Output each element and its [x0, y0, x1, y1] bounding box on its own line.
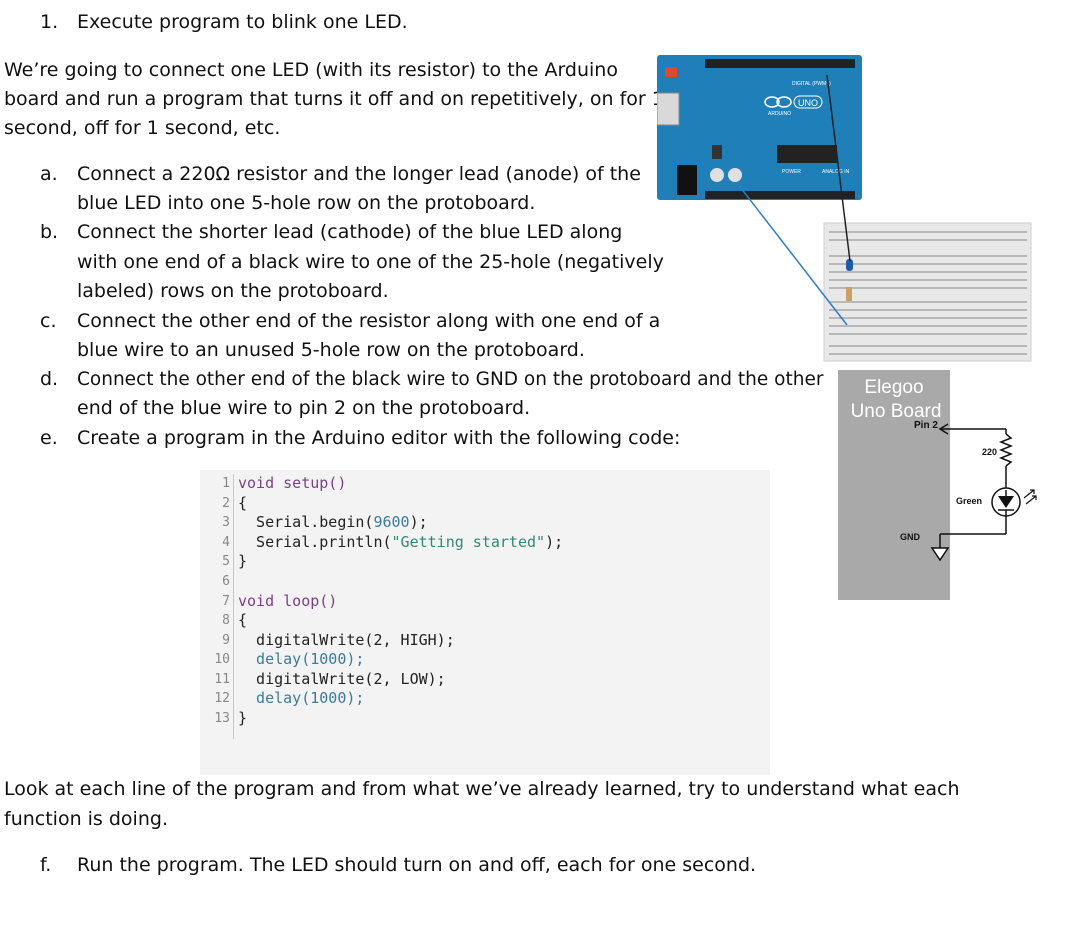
line-number: 10 — [214, 652, 230, 667]
code-line: { — [238, 611, 248, 629]
paragraph-line: function is doing. — [4, 808, 168, 830]
step-text: labeled) rows on the protoboard. — [77, 280, 389, 302]
step-marker: b. — [40, 221, 59, 243]
arduino-label: ARDUINO — [768, 111, 791, 117]
code-line: } — [238, 709, 248, 727]
line-number: 8 — [222, 613, 230, 628]
line-number: 4 — [222, 535, 230, 550]
line-number: 9 — [222, 633, 230, 648]
line-number-gutter — [200, 474, 234, 739]
step-text: Connect the shorter lead (cathode) of th… — [77, 221, 623, 243]
code-line: { — [238, 494, 248, 512]
step-marker: e. — [40, 427, 58, 449]
step-text: blue wire to an unused 5-hole row on the… — [77, 339, 585, 361]
schematic-diagram: Elegoo Uno Board Pin 2 GND 220 Green — [836, 362, 1064, 602]
step-text: with one end of a black wire to one of t… — [77, 251, 664, 273]
paragraph-line: Look at each line of the program and fro… — [4, 778, 960, 800]
line-number: 6 — [222, 574, 230, 589]
arduino-breadboard-image: UNO ARDUINO DIGITAL (PWM~) POWER ANALOG … — [656, 55, 1032, 363]
led-icon — [846, 259, 853, 271]
intro-line: board and run a program that turns it of… — [4, 88, 664, 110]
gnd-label: GND — [900, 532, 921, 542]
breadboard-holes — [829, 231, 1027, 355]
step-marker: c. — [40, 310, 57, 332]
line-number: 1 — [222, 476, 230, 491]
board-subtitle: Uno Board — [851, 401, 942, 422]
step-text: blue LED into one 5-hole row on the prot… — [77, 192, 536, 214]
code-line: delay(1000); — [238, 689, 365, 707]
step-text: Connect a 220Ω resistor and the longer l… — [77, 163, 641, 185]
line-number: 2 — [222, 496, 230, 511]
code-line: void setup() — [238, 474, 347, 492]
step-text: end of the blue wire to pin 2 on the pro… — [77, 397, 531, 419]
code-line: Serial.println("Getting started"); — [238, 533, 564, 551]
line-number: 5 — [222, 554, 230, 569]
section-title: Execute program to blink one LED. — [77, 11, 408, 33]
pin-label: Pin 2 — [914, 420, 938, 431]
step-text: Connect the other end of the black wire … — [77, 369, 824, 390]
ground-icon — [930, 547, 950, 562]
step-text: Create a program in the Arduino editor w… — [77, 427, 681, 449]
resistor-icon — [846, 287, 852, 301]
step-marker: a. — [40, 163, 58, 185]
code-line: digitalWrite(2, HIGH); — [238, 631, 455, 649]
code-line: Serial.begin(9600); — [238, 513, 428, 531]
step-marker: f. — [40, 854, 52, 876]
step-marker: d. — [40, 368, 59, 390]
line-number: 13 — [214, 711, 230, 726]
step-text: Run the program. The LED should turn on … — [77, 854, 757, 876]
line-number: 11 — [214, 672, 230, 687]
code-line: delay(1000); — [238, 650, 365, 668]
step-text: Connect the other end of the resistor al… — [77, 310, 661, 332]
code-line: } — [238, 552, 248, 570]
power-label: POWER — [782, 169, 801, 175]
uno-label: UNO — [798, 98, 818, 108]
line-number: 12 — [214, 691, 230, 706]
line-number: 3 — [222, 515, 230, 530]
board-title: Elegoo — [864, 377, 923, 398]
line-number: 7 — [222, 594, 230, 609]
led-label: Green — [956, 496, 982, 506]
code-line: digitalWrite(2, LOW); — [238, 670, 446, 688]
intro-line: We’re going to connect one LED (with its… — [4, 59, 618, 81]
digital-label: DIGITAL (PWM~) — [792, 81, 831, 87]
intro-line: second, off for 1 second, etc. — [4, 117, 281, 139]
resistor-label: 220 — [982, 447, 997, 457]
analog-label: ANALOG IN — [822, 169, 850, 175]
resistor-symbol-icon — [998, 433, 1014, 467]
code-line: void loop() — [238, 592, 338, 610]
code-block: 1 2 3 4 5 6 7 8 9 10 11 12 13 void setup… — [200, 470, 770, 775]
section-number: 1. — [40, 11, 59, 33]
